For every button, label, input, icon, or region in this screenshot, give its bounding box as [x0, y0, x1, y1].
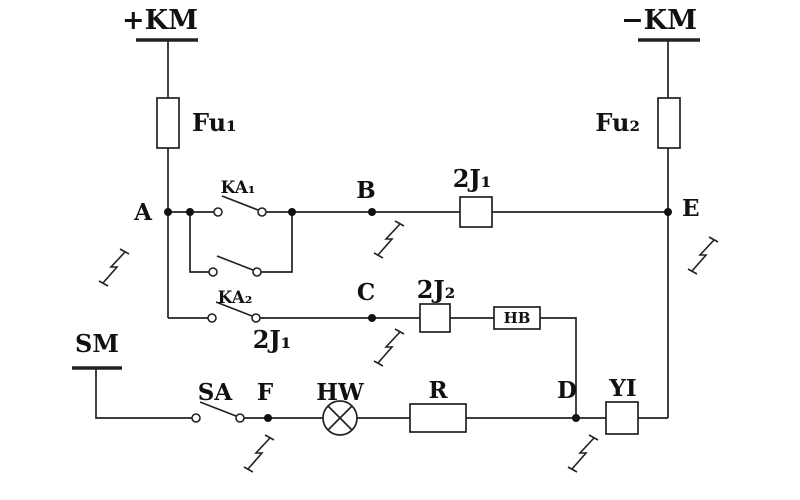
contact-2j1-terminal-right	[251, 313, 261, 323]
sa-terminal-left	[191, 413, 201, 423]
ka1-terminal-left	[213, 207, 223, 217]
hb-box	[493, 306, 541, 330]
contact-ka1-label: KA₁	[221, 178, 256, 198]
junction-e	[664, 208, 672, 216]
lamp-hw-label: HW	[316, 379, 365, 406]
junction-branch-left	[186, 208, 194, 216]
node-b-label: B	[356, 177, 375, 204]
junction-f	[264, 414, 272, 422]
contact-2j1-symbol	[207, 301, 261, 323]
contact-ka2-label: KA₂	[218, 288, 253, 308]
resistor-r-box	[409, 403, 467, 433]
node-f-label: F	[257, 379, 274, 406]
switch-sa-label: SA	[198, 379, 234, 406]
coil-2j1-label: 2J₁	[453, 164, 492, 193]
junction-a	[164, 208, 172, 216]
coil-2j2-box	[419, 303, 451, 333]
device-yi-label: YI	[608, 375, 636, 402]
resistor-r-label: R	[428, 377, 448, 404]
sa-terminal-right	[235, 413, 245, 423]
break-mark-d	[567, 434, 599, 473]
hb-label: HB	[504, 309, 531, 327]
positive-bus-label: +KM	[122, 5, 198, 36]
coil-2j1-box	[459, 196, 493, 228]
break-mark-f	[243, 434, 275, 473]
ka2-blade	[216, 255, 254, 271]
break-mark-b	[373, 220, 405, 259]
break-mark-c	[373, 328, 405, 367]
wiring	[95, 40, 669, 419]
contact-2j1-terminal-left	[207, 313, 217, 323]
junction-d	[572, 414, 580, 422]
yi-box	[605, 401, 639, 435]
contact-2j1-blade	[215, 301, 253, 317]
node-d-label: D	[557, 377, 577, 404]
ka1-blade	[221, 195, 259, 211]
coil-2j2-label: 2J₂	[417, 275, 456, 304]
junction-c	[368, 314, 376, 322]
node-c-label: C	[357, 279, 375, 306]
lamp-hw-symbol	[322, 400, 358, 436]
fuse-fu1	[156, 97, 180, 149]
sa-blade	[199, 401, 237, 417]
switch-sa-symbol	[191, 401, 245, 423]
fuse-fu1-label: Fu₁	[192, 108, 237, 137]
break-mark-e	[687, 236, 719, 275]
ka1-terminal-right	[257, 207, 267, 217]
junction-branch-right	[288, 208, 296, 216]
node-a-label: A	[133, 199, 153, 226]
negative-bus-label: −KM	[621, 5, 697, 36]
lamp-cross	[327, 405, 353, 431]
ka2-terminal-right	[252, 267, 262, 277]
break-mark-a	[98, 248, 130, 287]
junction-b	[368, 208, 376, 216]
fuse-fu2-label: Fu₂	[595, 108, 640, 137]
node-e-label: E	[682, 195, 700, 222]
fuse-fu2	[657, 97, 681, 149]
contact-2j1-label: 2J₁	[253, 325, 292, 354]
switch-sm-label: SM	[75, 329, 119, 358]
contact-ka2-symbol	[208, 255, 262, 277]
contact-ka1-symbol	[213, 195, 267, 217]
ka2-terminal-left	[208, 267, 218, 277]
